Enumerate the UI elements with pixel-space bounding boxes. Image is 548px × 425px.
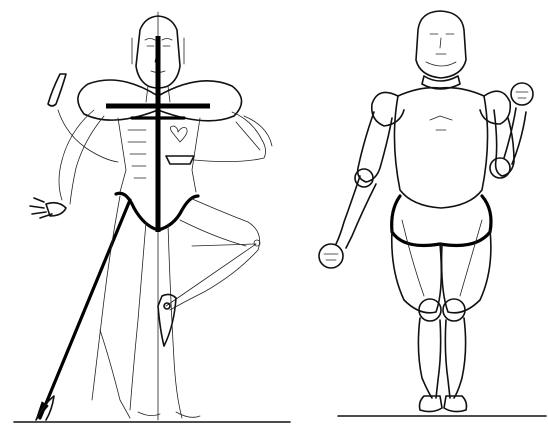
raised-ankle-joint	[164, 303, 170, 309]
right-left-fingers	[324, 254, 338, 260]
right-left-elbow	[355, 169, 373, 187]
right-head	[416, 11, 466, 78]
raised-knee-joint	[254, 240, 260, 246]
right-left-shin	[418, 318, 440, 398]
right-right-upper-arm	[494, 110, 514, 176]
left-shin	[100, 330, 130, 418]
left-raised-hand	[48, 74, 66, 106]
right-shoulder-lobe	[158, 81, 242, 121]
left-lowered-hand	[30, 198, 66, 218]
left-figure	[14, 12, 290, 422]
right-left-forearm	[336, 176, 376, 248]
left-arm-sweep	[58, 110, 118, 162]
raised-leg-inner	[180, 220, 256, 246]
right-nose-mouth	[436, 38, 446, 54]
left-forearm-block	[166, 156, 194, 164]
right-right-foot	[444, 396, 467, 412]
left-ribs	[128, 130, 146, 178]
left-standing-leg-outer	[92, 196, 120, 400]
heart-icon	[170, 126, 187, 142]
right-figure	[319, 11, 546, 416]
right-right-fingers	[516, 92, 528, 98]
right-right-shin	[445, 318, 465, 398]
right-face-outline	[426, 62, 456, 66]
right-left-foot	[420, 396, 443, 412]
right-left-shoulder	[372, 92, 404, 126]
right-bent-arm-inner	[236, 116, 272, 150]
right-chest-mark	[430, 116, 452, 130]
left-upper-arm-inner	[70, 116, 104, 204]
raised-leg-guide	[166, 244, 256, 306]
right-left-hand	[319, 244, 343, 268]
right-torso	[394, 88, 487, 208]
left-standing-leg-inner	[130, 222, 146, 410]
right-right-knee	[443, 299, 465, 321]
right-right-hand	[511, 83, 533, 105]
right-left-upper-arm	[358, 112, 392, 182]
left-feet-base	[138, 412, 200, 417]
right-left-knee	[419, 299, 441, 321]
right-standing-leg	[168, 224, 182, 418]
raised-foot	[158, 294, 176, 346]
raised-leg-outer	[170, 198, 260, 310]
right-bent-arm	[194, 112, 266, 162]
